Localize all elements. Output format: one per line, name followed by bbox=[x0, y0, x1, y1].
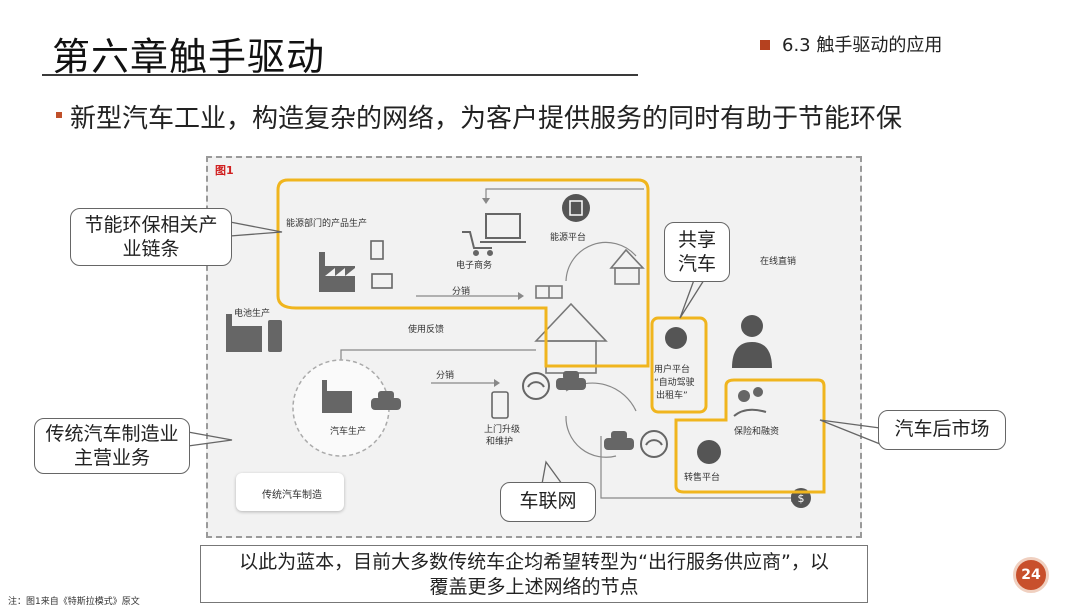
section-bullet-icon bbox=[760, 40, 770, 50]
callout-legacy-line2: 主营业务 bbox=[73, 447, 150, 469]
insurance-icon bbox=[733, 387, 767, 417]
section-label: 6.3 触手驱动的应用 bbox=[782, 35, 943, 56]
node-insurance: 保险和融资 bbox=[734, 427, 780, 437]
feedback-arrow-top bbox=[485, 188, 644, 198]
energy-chain-highlight bbox=[276, 178, 650, 368]
battery-factory-icon bbox=[226, 314, 282, 352]
user-platform-icon bbox=[665, 327, 687, 349]
legacy-mfg-box bbox=[236, 473, 344, 511]
arrowhead bbox=[518, 292, 524, 300]
page-number-badge: 24 bbox=[1013, 557, 1049, 593]
node-upgrade-line2: 和维护 bbox=[486, 437, 514, 447]
bottom-note-line1: 以此为蓝本，目前大多数传统车企均希望转型为“出行服务供应商”，以 bbox=[239, 551, 829, 573]
main-point-bullet-icon bbox=[56, 112, 62, 118]
ecosystem-diagram: $ bbox=[226, 178, 826, 508]
callout-car-sharing: 共享 汽车 bbox=[664, 222, 730, 282]
node-car-production: 汽车生产 bbox=[330, 427, 367, 437]
arrowhead bbox=[482, 198, 490, 204]
node-resale: 转售平台 bbox=[684, 473, 721, 483]
laptop-icon bbox=[480, 213, 526, 243]
node-energy-platform: 能源平台 bbox=[550, 233, 587, 243]
wifi-icon bbox=[522, 372, 550, 400]
callout-iov: 车联网 bbox=[500, 482, 596, 522]
car-icon bbox=[371, 391, 401, 410]
label-distribution-top: 分销 bbox=[452, 287, 471, 297]
node-energy-products: 能源部门的产品生产 bbox=[286, 219, 368, 229]
node-legacy-mfg: 传统汽车制造 bbox=[262, 490, 322, 501]
charger-icon bbox=[370, 240, 393, 289]
footnote: 注：图1来自《特斯拉模式》原文 bbox=[8, 597, 140, 607]
callout-energy-chain-line2: 业链条 bbox=[122, 238, 180, 260]
car-factory-icon bbox=[322, 380, 352, 413]
callout-car-sharing-line2: 汽车 bbox=[677, 253, 716, 275]
label-distribution-mid: 分销 bbox=[436, 371, 455, 381]
person-icon bbox=[732, 315, 772, 368]
phone-icon bbox=[491, 391, 509, 419]
aftermarket-highlight bbox=[674, 378, 826, 494]
callout-aftermarket: 汽车后市场 bbox=[878, 410, 1006, 450]
bottom-note: 以此为蓝本，目前大多数传统车企均希望转型为“出行服务供应商”，以 覆盖更多上述网… bbox=[200, 545, 868, 603]
title-underline bbox=[42, 74, 638, 76]
main-point-text: 新型汽车工业，构造复杂的网络，为客户提供服务的同时有助于节能环保 bbox=[70, 104, 903, 134]
node-battery: 电池生产 bbox=[234, 309, 271, 319]
callout-legacy-line1: 传统汽车制造业 bbox=[45, 423, 179, 445]
callout-energy-chain: 节能环保相关产 业链条 bbox=[70, 208, 232, 266]
wifi-icon-right bbox=[640, 430, 668, 458]
label-usage-feedback: 使用反馈 bbox=[408, 325, 445, 335]
vehicle-cycle-arc-lower bbox=[565, 415, 617, 458]
slide-title: 第六章触手驱动 bbox=[52, 35, 326, 79]
node-user-platform-line2: “自动驾驶 bbox=[654, 378, 695, 388]
node-user-platform-line3: 出租车” bbox=[656, 391, 688, 401]
energy-platform-icon bbox=[562, 194, 590, 222]
factory-icon bbox=[319, 252, 355, 292]
house-icon-small bbox=[609, 248, 645, 285]
shopping-cart-icon bbox=[462, 231, 493, 256]
svg-text:$: $ bbox=[798, 492, 805, 505]
callout-legacy-business: 传统汽车制造业 主营业务 bbox=[34, 418, 190, 474]
callout-car-sharing-line1: 共享 bbox=[677, 229, 716, 251]
car-icon-mid bbox=[556, 371, 586, 390]
callout-energy-chain-line1: 节能环保相关产 bbox=[84, 214, 218, 236]
car-icon-lower bbox=[604, 431, 634, 450]
node-upgrade-line1: 上门升级 bbox=[484, 425, 521, 435]
arrowhead bbox=[494, 379, 500, 387]
bottom-note-line2: 覆盖更多上述网络的节点 bbox=[429, 576, 639, 598]
solar-panel-icon bbox=[535, 285, 563, 299]
node-ecommerce: 电子商务 bbox=[456, 261, 493, 271]
sharing-highlight bbox=[650, 316, 708, 414]
figure-label: 图1 bbox=[215, 164, 234, 177]
resale-platform-icon bbox=[697, 440, 721, 464]
node-user-platform-line1: 用户平台 bbox=[654, 365, 691, 375]
energy-cycle-arc bbox=[565, 241, 637, 282]
node-online-sales: 在线直销 bbox=[760, 257, 797, 267]
